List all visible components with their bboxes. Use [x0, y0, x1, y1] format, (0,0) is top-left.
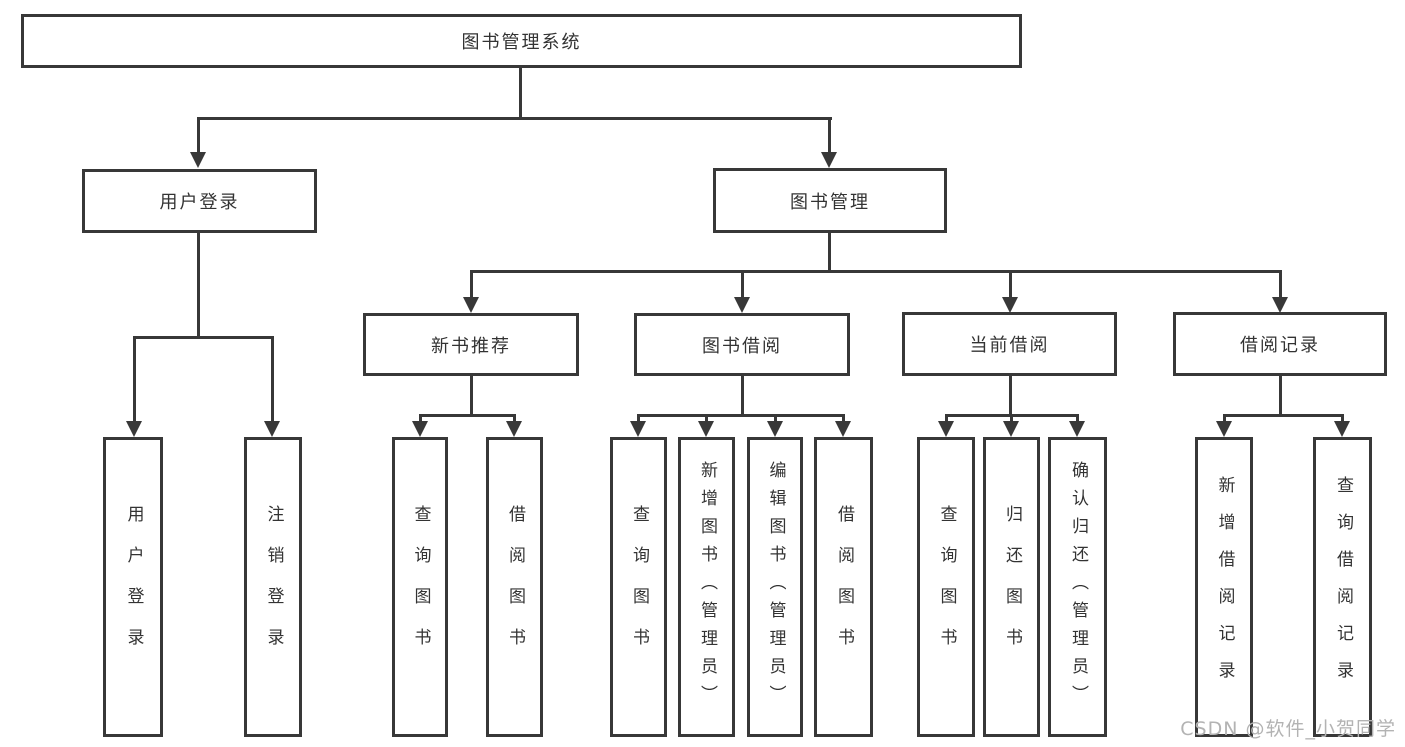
node-borrowing-records: 借阅记录 — [1173, 312, 1387, 376]
arrowhead-down-icon — [126, 421, 142, 437]
leaf-edit-books-admin: 编辑图书（管理员） — [747, 437, 803, 737]
connector-line — [945, 414, 948, 423]
leaf-confirm-return-admin: 确认归还（管理员） — [1048, 437, 1107, 737]
csdn-watermark: CSDN @软件_小贺同学 — [1180, 718, 1396, 740]
arrowhead-down-icon — [734, 297, 750, 313]
arrowhead-down-icon — [630, 421, 646, 437]
node-user-login-branch: 用户登录 — [82, 169, 317, 233]
connector-line — [197, 233, 200, 339]
arrowhead-down-icon — [506, 421, 522, 437]
node-label: 确认归还（管理员） — [1068, 461, 1088, 713]
leaf-add-borrow-record: 新增借阅记录 — [1195, 437, 1253, 737]
arrowhead-down-icon — [821, 152, 837, 168]
node-library-system-root: 图书管理系统 — [21, 14, 1022, 68]
node-label: 借阅记录 — [1240, 335, 1320, 356]
connector-line — [197, 117, 200, 154]
connector-line — [637, 414, 845, 417]
connector-line — [1223, 414, 1226, 423]
connector-line — [197, 117, 832, 120]
node-label: 图书管理 — [790, 191, 870, 213]
connector-line — [133, 336, 274, 339]
connector-line — [1279, 270, 1282, 299]
node-label: 查询图书 — [410, 505, 431, 669]
connector-line — [271, 336, 274, 423]
arrowhead-down-icon — [190, 152, 206, 168]
node-label: 查询借阅记录 — [1333, 476, 1353, 698]
connector-line — [828, 117, 831, 154]
connector-line — [133, 336, 136, 423]
leaf-logout: 注销登录 — [244, 437, 302, 737]
node-label: 图书管理系统 — [461, 32, 582, 53]
arrowhead-down-icon — [938, 421, 954, 437]
node-label: 查询图书 — [936, 505, 957, 669]
connector-line — [741, 376, 744, 417]
leaf-query-books-current: 查询图书 — [917, 437, 975, 737]
node-new-book-recommend: 新书推荐 — [363, 313, 579, 376]
leaf-query-borrow-record: 查询借阅记录 — [1313, 437, 1372, 737]
node-book-borrowing: 图书借阅 — [634, 313, 850, 376]
arrowhead-down-icon — [1272, 297, 1288, 313]
connector-line — [470, 270, 473, 299]
leaf-return-books: 归还图书 — [983, 437, 1040, 737]
node-label: 借阅图书 — [505, 505, 525, 669]
connector-line — [470, 376, 473, 417]
connector-line — [1076, 414, 1079, 423]
connector-line — [828, 233, 831, 273]
connector-line — [519, 68, 522, 119]
connector-line — [1009, 270, 1012, 299]
node-label: 新增借阅记录 — [1214, 476, 1235, 698]
node-label: 注销登录 — [263, 505, 284, 669]
leaf-borrow-books-recommend: 借阅图书 — [486, 437, 543, 737]
arrowhead-down-icon — [412, 421, 428, 437]
arrowhead-down-icon — [1069, 421, 1085, 437]
arrowhead-down-icon — [835, 421, 851, 437]
connector-line — [774, 414, 777, 423]
leaf-add-books-admin: 新增图书（管理员） — [678, 437, 735, 737]
connector-line — [419, 414, 516, 417]
connector-line — [705, 414, 708, 423]
leaf-borrow-books-borrowing: 借阅图书 — [814, 437, 873, 737]
leaf-user-login: 用户登录 — [103, 437, 163, 737]
leaf-query-books-borrowing: 查询图书 — [610, 437, 667, 737]
arrowhead-down-icon — [1002, 297, 1018, 313]
node-label: 当前借阅 — [969, 335, 1050, 356]
arrowhead-down-icon — [1216, 421, 1232, 437]
connector-line — [1279, 376, 1282, 417]
connector-line — [470, 270, 1281, 273]
node-label: 用户登录 — [123, 505, 144, 669]
connector-line — [1341, 414, 1344, 423]
node-label: 用户登录 — [159, 192, 240, 213]
arrowhead-down-icon — [698, 421, 714, 437]
node-label: 图书借阅 — [702, 335, 782, 357]
arrowhead-down-icon — [1003, 421, 1019, 437]
node-label: 新增图书（管理员） — [697, 461, 717, 713]
node-current-borrowing: 当前借阅 — [902, 312, 1117, 376]
arrowhead-down-icon — [463, 297, 479, 313]
connector-line — [419, 414, 422, 423]
node-book-management-branch: 图书管理 — [713, 168, 947, 233]
connector-line — [741, 270, 744, 299]
node-label: 查询图书 — [629, 505, 649, 669]
node-label: 新书推荐 — [431, 335, 511, 357]
arrowhead-down-icon — [264, 421, 280, 437]
connector-line — [637, 414, 640, 423]
node-label: 借阅图书 — [834, 505, 854, 669]
node-label: 归还图书 — [1002, 505, 1022, 669]
connector-line — [842, 414, 845, 423]
connector-line — [1009, 376, 1012, 417]
connector-line — [513, 414, 516, 423]
arrowhead-down-icon — [1334, 421, 1350, 437]
node-label: 编辑图书（管理员） — [765, 461, 786, 713]
connector-line — [1010, 414, 1013, 423]
leaf-query-books-recommend: 查询图书 — [392, 437, 448, 737]
connector-line — [1223, 414, 1344, 417]
arrowhead-down-icon — [767, 421, 783, 437]
